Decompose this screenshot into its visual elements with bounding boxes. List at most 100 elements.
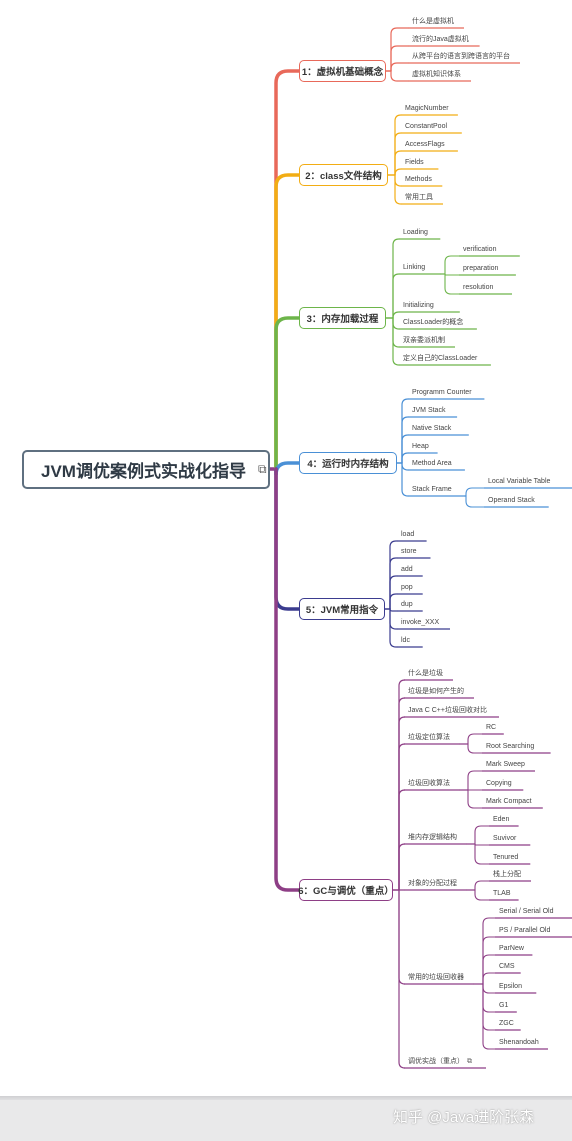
item-b3-4-label: 双亲委派机制 bbox=[403, 337, 445, 344]
item-b3-1-label: Linking bbox=[403, 264, 426, 271]
item-b2-3[interactable]: Fields bbox=[405, 158, 424, 167]
item-b4-2-label: Native Stack bbox=[412, 425, 452, 432]
watermark: 知乎 @Java进阶张森 bbox=[393, 1109, 535, 1126]
subitem-b6-5-2[interactable]: Tenured bbox=[493, 853, 518, 862]
subitem-b6-7-0[interactable]: Serial / Serial Old bbox=[499, 907, 553, 916]
subitem-b6-7-6-label: ZGC bbox=[499, 1020, 514, 1027]
subitem-b6-5-2-label: Tenured bbox=[493, 854, 519, 861]
item-b5-1-label: store bbox=[401, 548, 417, 555]
item-b1-1-label: 流行的Java虚拟机 bbox=[412, 36, 469, 43]
subitem-b6-7-6[interactable]: ZGC bbox=[499, 1019, 514, 1028]
item-b4-3[interactable]: Heap bbox=[412, 442, 429, 451]
subitem-b6-7-7-label: Shenandoah bbox=[499, 1039, 539, 1046]
link-icon[interactable]: ⧉ bbox=[467, 1058, 472, 1065]
subitem-b6-3-0[interactable]: RC bbox=[486, 723, 496, 732]
item-b6-5[interactable]: 堆内存逻辑结构 bbox=[408, 833, 457, 842]
subitem-b6-7-7[interactable]: Shenandoah bbox=[499, 1038, 539, 1047]
root-node[interactable]: JVM调优案例式实战化指导 ⧉ bbox=[22, 450, 270, 489]
item-b2-4[interactable]: Methods bbox=[405, 175, 432, 184]
subitem-b6-7-5[interactable]: G1 bbox=[499, 1001, 508, 1010]
item-b6-2[interactable]: Java C C++垃圾回收对比 bbox=[408, 706, 487, 715]
subitem-b6-6-1[interactable]: TLAB bbox=[493, 889, 511, 898]
item-b3-4[interactable]: 双亲委派机制 bbox=[403, 336, 445, 345]
item-b3-2[interactable]: Initializing bbox=[403, 301, 434, 310]
subitem-b3-1-2[interactable]: resolution bbox=[463, 283, 493, 292]
item-b6-0[interactable]: 什么是垃圾 bbox=[408, 669, 443, 678]
item-b6-2-label: Java C C++垃圾回收对比 bbox=[408, 707, 487, 714]
subitem-b6-5-0-label: Eden bbox=[493, 816, 510, 823]
subitem-b6-5-0[interactable]: Eden bbox=[493, 815, 509, 824]
item-b1-0[interactable]: 什么是虚拟机 bbox=[412, 17, 454, 26]
subitem-b3-1-0[interactable]: verification bbox=[463, 245, 496, 254]
subitem-b6-7-2-label: ParNew bbox=[499, 945, 524, 952]
item-b2-1[interactable]: ConstantPool bbox=[405, 122, 447, 131]
item-b1-1[interactable]: 流行的Java虚拟机 bbox=[412, 35, 469, 44]
item-b3-3-label: ClassLoader的概念 bbox=[403, 319, 464, 326]
item-b3-5[interactable]: 定义自己的ClassLoader bbox=[403, 354, 477, 363]
subitem-b6-4-0[interactable]: Mark Sweep bbox=[486, 760, 525, 769]
item-b5-0[interactable]: load bbox=[401, 530, 414, 539]
branch-node-6[interactable]: 6：GC与调优（重点） bbox=[298, 879, 394, 901]
item-b5-5[interactable]: invoke_XXX bbox=[401, 618, 439, 627]
mindmap-canvas: JVM调优案例式实战化指导 ⧉ 1：虚拟机基础概念 什么是虚拟机流行的Java虚拟… bbox=[22, 17, 572, 1069]
subitem-b3-1-1[interactable]: preparation bbox=[463, 264, 498, 273]
branch-node-3[interactable]: 3：内存加载过程 bbox=[299, 307, 386, 329]
subitem-b6-5-1[interactable]: Suvivor bbox=[493, 834, 516, 843]
item-b6-7[interactable]: 常用的垃圾回收器 bbox=[408, 973, 464, 982]
item-b5-6-label: ldc bbox=[401, 637, 410, 644]
item-b1-3[interactable]: 虚拟机知识体系 bbox=[412, 70, 461, 79]
item-b3-0[interactable]: Loading bbox=[403, 228, 428, 237]
item-b6-8[interactable]: 调优实战（重点）⧉ bbox=[408, 1057, 472, 1066]
subitem-b6-4-1[interactable]: Copying bbox=[486, 779, 512, 788]
item-b3-5-label: 定义自己的ClassLoader bbox=[403, 355, 478, 362]
subitem-b6-7-5-label: G1 bbox=[499, 1002, 509, 1009]
item-b2-0[interactable]: MagicNumber bbox=[405, 104, 449, 113]
subitem-b6-7-3[interactable]: CMS bbox=[499, 962, 515, 971]
item-b4-0-label: Programm Counter bbox=[412, 389, 472, 396]
item-b2-5[interactable]: 常用工具 bbox=[405, 193, 433, 202]
subitem-b4-5-1[interactable]: Operand Stack bbox=[488, 496, 535, 505]
subitem-b4-5-1-label: Operand Stack bbox=[488, 497, 535, 504]
item-b3-3[interactable]: ClassLoader的概念 bbox=[403, 318, 463, 327]
subitem-b6-7-1[interactable]: PS / Parallel Old bbox=[499, 926, 550, 935]
item-b5-2[interactable]: add bbox=[401, 565, 413, 574]
item-b2-2[interactable]: AccessFlags bbox=[405, 140, 445, 149]
item-b6-3-label: 垃圾定位算法 bbox=[408, 734, 450, 741]
subitem-b6-3-1-label: Root Searching bbox=[486, 743, 535, 750]
item-b5-3[interactable]: pop bbox=[401, 583, 413, 592]
subitem-b6-7-2[interactable]: ParNew bbox=[499, 944, 524, 953]
item-b4-0[interactable]: Programm Counter bbox=[412, 388, 472, 397]
branch-node-4[interactable]: 4：运行时内存结构 bbox=[299, 452, 397, 474]
subitem-b6-7-4[interactable]: Epsilon bbox=[499, 982, 522, 991]
branch-node-5[interactable]: 5：JVM常用指令 bbox=[299, 598, 385, 620]
subitem-b6-4-1-label: Copying bbox=[486, 780, 512, 787]
item-b6-1-label: 垃圾是如何产生的 bbox=[408, 688, 464, 695]
item-b1-2[interactable]: 从跨平台的语言到跨语言的平台 bbox=[412, 52, 510, 61]
subitem-b4-5-0[interactable]: Local Variable Table bbox=[488, 477, 550, 486]
subitem-b6-3-1[interactable]: Root Searching bbox=[486, 742, 534, 751]
item-b5-6[interactable]: ldc bbox=[401, 636, 410, 645]
item-b5-4[interactable]: dup bbox=[401, 600, 413, 609]
item-b3-2-label: Initializing bbox=[403, 302, 434, 309]
subitem-b6-3-0-label: RC bbox=[486, 724, 497, 731]
item-b6-6[interactable]: 对象的分配过程 bbox=[408, 879, 457, 888]
item-b6-1[interactable]: 垃圾是如何产生的 bbox=[408, 687, 464, 696]
item-b4-5[interactable]: Stack Frame bbox=[412, 485, 452, 494]
subitem-b6-4-0-label: Mark Sweep bbox=[486, 761, 525, 768]
item-b3-1[interactable]: Linking bbox=[403, 263, 425, 272]
item-b6-4[interactable]: 垃圾回收算法 bbox=[408, 779, 450, 788]
link-icon[interactable]: ⧉ bbox=[257, 462, 267, 476]
branch-node-1[interactable]: 1：虚拟机基础概念 bbox=[299, 60, 386, 82]
item-b4-2[interactable]: Native Stack bbox=[412, 424, 451, 433]
subitem-b3-1-2-label: resolution bbox=[463, 284, 494, 291]
item-b4-5-label: Stack Frame bbox=[412, 486, 452, 493]
item-b6-3[interactable]: 垃圾定位算法 bbox=[408, 733, 450, 742]
subitem-b6-6-0[interactable]: 栈上分配 bbox=[493, 870, 521, 879]
item-b4-4[interactable]: Method Area bbox=[412, 459, 452, 468]
item-b5-3-label: pop bbox=[401, 584, 413, 591]
branch-node-2[interactable]: 2：class文件结构 bbox=[299, 164, 388, 186]
subitem-b3-1-1-label: preparation bbox=[463, 265, 499, 272]
item-b5-1[interactable]: store bbox=[401, 547, 417, 556]
subitem-b6-4-2[interactable]: Mark Compact bbox=[486, 797, 532, 806]
item-b4-1[interactable]: JVM Stack bbox=[412, 406, 445, 415]
